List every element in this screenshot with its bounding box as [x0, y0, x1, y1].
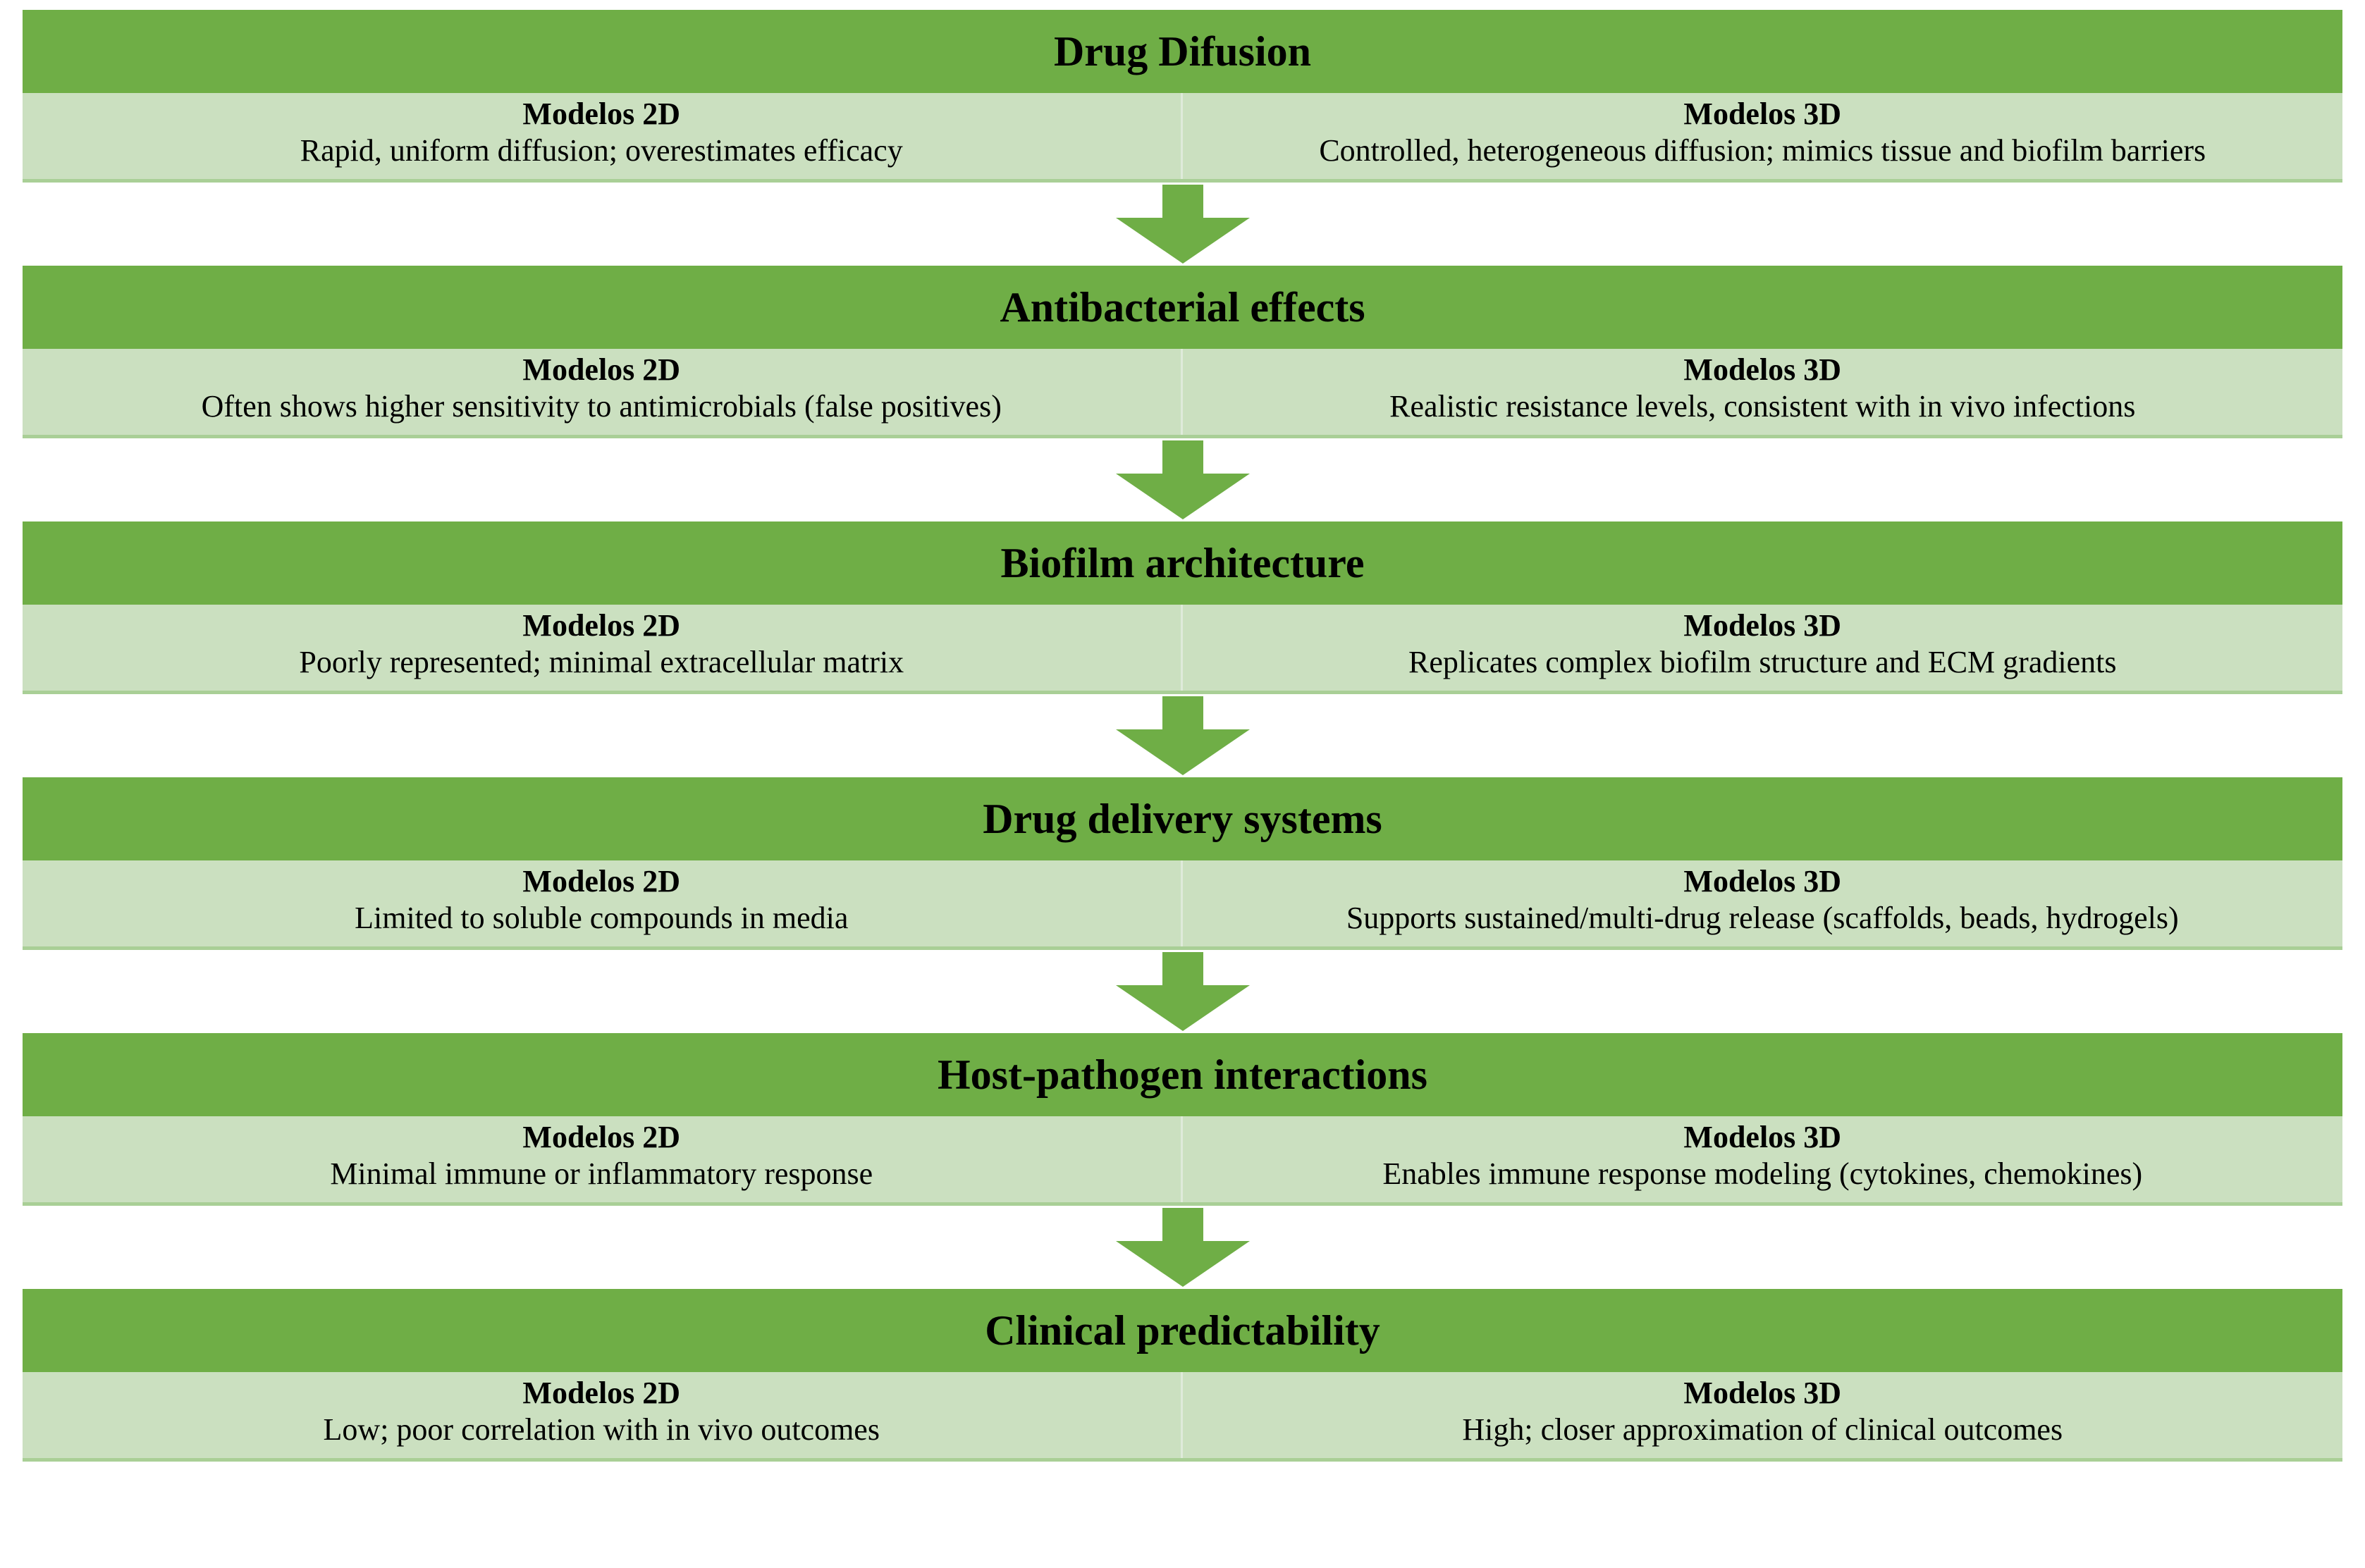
model-3d-label: Modelos 3D [1683, 97, 1842, 131]
flow-connector [23, 438, 2342, 521]
model-3d-column: Modelos 3D Supports sustained/multi-drug… [1182, 860, 2342, 946]
stage-block: Antibacterial effects Modelos 2D Often s… [23, 266, 2342, 438]
model-2d-column: Modelos 2D Minimal immune or inflammator… [23, 1116, 1183, 1202]
stage-block: Clinical predictability Modelos 2D Low; … [23, 1289, 2342, 1462]
stage-title: Drug delivery systems [23, 777, 2342, 860]
stage-block: Host-pathogen interactions Modelos 2D Mi… [23, 1033, 2342, 1206]
model-3d-column: Modelos 3D High; closer approximation of… [1182, 1372, 2342, 1458]
model-2d-label: Modelos 2D [522, 1120, 681, 1154]
model-2d-description: Rapid, uniform diffusion; overestimates … [300, 132, 903, 168]
model-2d-description: Often shows higher sensitivity to antimi… [201, 388, 1002, 424]
model-2d-column: Modelos 2D Often shows higher sensitivit… [23, 349, 1183, 435]
flow-connector [23, 950, 2342, 1033]
model-3d-description: Replicates complex biofilm structure and… [1408, 644, 2117, 679]
arrow-down-icon [1115, 185, 1250, 264]
stage-comparison-row: Modelos 2D Minimal immune or inflammator… [23, 1116, 2342, 1206]
model-3d-label: Modelos 3D [1683, 1120, 1842, 1154]
model-2d-description: Poorly represented; minimal extracellula… [299, 644, 904, 679]
model-3d-column: Modelos 3D Replicates complex biofilm st… [1182, 605, 2342, 691]
stage-block: Drug Difusion Modelos 2D Rapid, uniform … [23, 10, 2342, 183]
model-3d-description: Controlled, heterogeneous diffusion; mim… [1319, 132, 2206, 168]
model-2d-column: Modelos 2D Limited to soluble compounds … [23, 860, 1183, 946]
stage-comparison-row: Modelos 2D Poorly represented; minimal e… [23, 605, 2342, 694]
stage-comparison-row: Modelos 2D Limited to soluble compounds … [23, 860, 2342, 950]
model-3d-description: High; closer approximation of clinical o… [1462, 1412, 2063, 1447]
model-2d-label: Modelos 2D [522, 352, 681, 387]
model-3d-label: Modelos 3D [1683, 608, 1842, 643]
model-2d-label: Modelos 2D [522, 864, 681, 899]
model-2d-label: Modelos 2D [522, 1376, 681, 1410]
model-2d-column: Modelos 2D Rapid, uniform diffusion; ove… [23, 93, 1183, 179]
model-3d-description: Enables immune response modeling (cytoki… [1382, 1156, 2143, 1191]
model-2d-column: Modelos 2D Low; poor correlation with in… [23, 1372, 1183, 1458]
model-3d-label: Modelos 3D [1683, 864, 1842, 899]
arrow-down-icon [1115, 440, 1250, 519]
flow-connector [23, 694, 2342, 777]
model-3d-column: Modelos 3D Controlled, heterogeneous dif… [1182, 93, 2342, 179]
stage-title: Drug Difusion [23, 10, 2342, 93]
model-2d-description: Limited to soluble compounds in media [355, 900, 849, 935]
model-2d-column: Modelos 2D Poorly represented; minimal e… [23, 605, 1183, 691]
flow-connector [23, 1206, 2342, 1289]
stage-title: Clinical predictability [23, 1289, 2342, 1372]
model-3d-label: Modelos 3D [1683, 352, 1842, 387]
stage-block: Biofilm architecture Modelos 2D Poorly r… [23, 521, 2342, 694]
arrow-down-icon [1115, 696, 1250, 775]
model-3d-label: Modelos 3D [1683, 1376, 1842, 1410]
stage-title: Host-pathogen interactions [23, 1033, 2342, 1116]
model-2d-description: Low; poor correlation with in vivo outco… [323, 1412, 880, 1447]
model-3d-column: Modelos 3D Enables immune response model… [1182, 1116, 2342, 1202]
model-2d-label: Modelos 2D [522, 608, 681, 643]
stage-comparison-row: Modelos 2D Often shows higher sensitivit… [23, 349, 2342, 438]
model-3d-description: Supports sustained/multi-drug release (s… [1346, 900, 2179, 935]
arrow-down-icon [1115, 1208, 1250, 1287]
model-2d-description: Minimal immune or inflammatory response [330, 1156, 873, 1191]
stage-comparison-row: Modelos 2D Low; poor correlation with in… [23, 1372, 2342, 1462]
stage-title: Antibacterial effects [23, 266, 2342, 349]
model-3d-column: Modelos 3D Realistic resistance levels, … [1182, 349, 2342, 435]
model-3d-description: Realistic resistance levels, consistent … [1389, 388, 2136, 424]
stage-title: Biofilm architecture [23, 521, 2342, 605]
bottom-spacer [23, 1462, 2342, 1469]
flow-connector [23, 183, 2342, 266]
arrow-down-icon [1115, 952, 1250, 1031]
stage-block: Drug delivery systems Modelos 2D Limited… [23, 777, 2342, 950]
stage-comparison-row: Modelos 2D Rapid, uniform diffusion; ove… [23, 93, 2342, 183]
model-2d-label: Modelos 2D [522, 97, 681, 131]
